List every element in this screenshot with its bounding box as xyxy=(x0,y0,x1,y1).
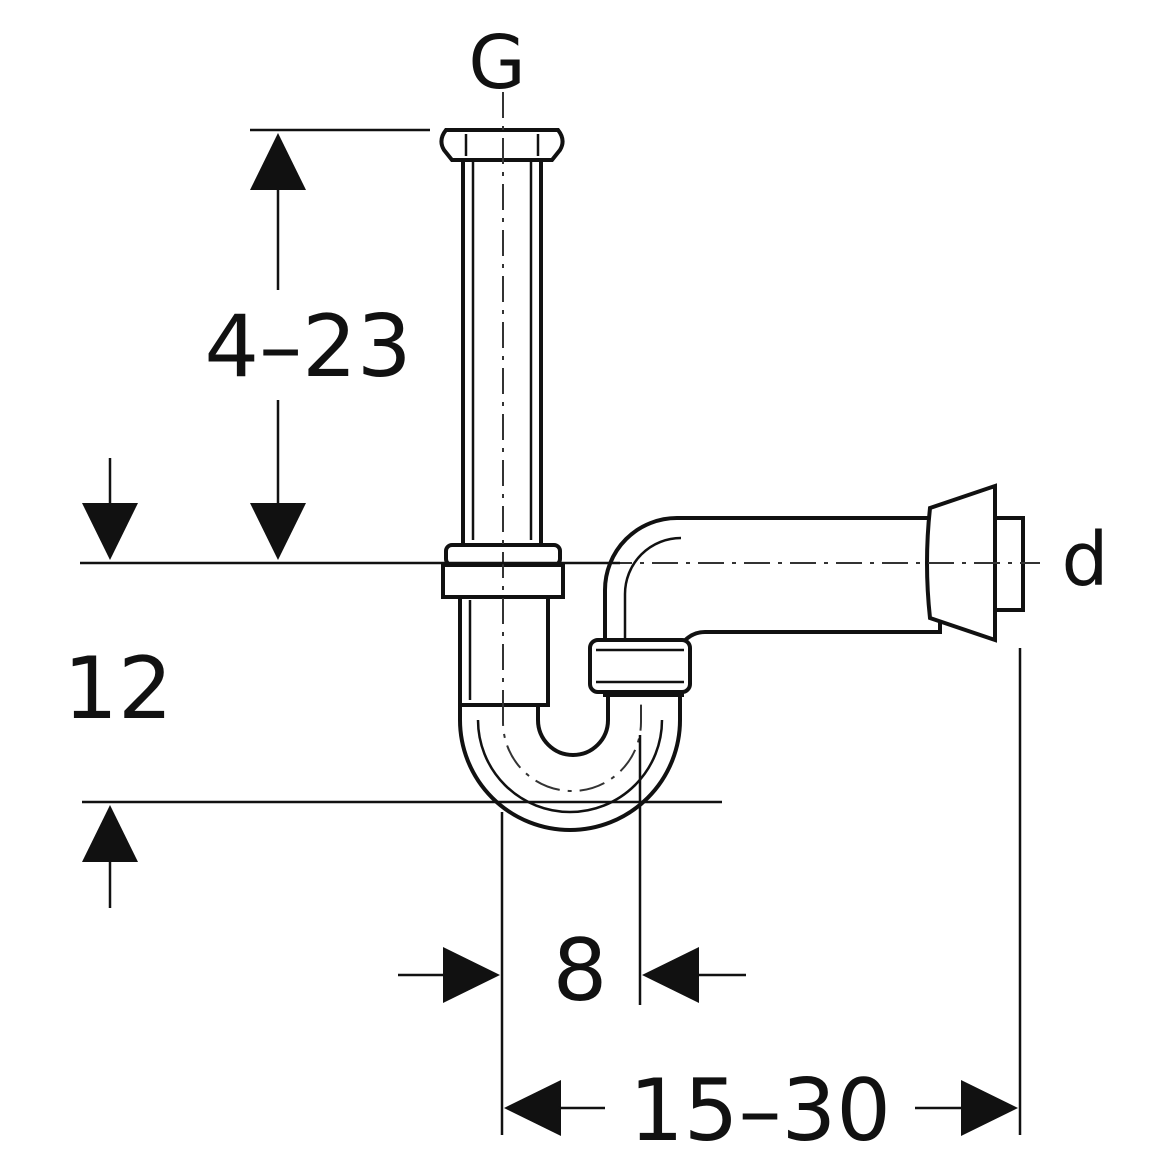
trap-u-bend xyxy=(458,688,682,832)
trap-depth-label: 12 xyxy=(63,639,172,739)
trap-width-dimension xyxy=(398,947,746,1003)
trap-depth-dimension xyxy=(82,458,138,908)
arrow-left-15-30 xyxy=(504,1080,561,1136)
riser-union-nut xyxy=(588,638,692,694)
outlet-label: d xyxy=(1062,517,1109,603)
tailpiece-height-dimension xyxy=(250,133,306,560)
trap-inner-line xyxy=(476,719,664,814)
arrow-down-left xyxy=(82,503,138,560)
trap-width-label: 8 xyxy=(553,921,608,1021)
trap-axis xyxy=(502,700,642,792)
arrow-up-left xyxy=(82,805,138,862)
arrow-left-8 xyxy=(642,947,699,1003)
arrow-down-middle xyxy=(250,503,306,560)
inlet-label: G xyxy=(468,20,525,106)
arrow-right-15-30 xyxy=(961,1080,1018,1136)
tailpiece-height-label: 4–23 xyxy=(204,297,411,397)
wall-distance-label: 15–30 xyxy=(629,1061,891,1161)
arrow-right-8 xyxy=(443,947,500,1003)
wall-distance-dimension xyxy=(504,1080,1018,1136)
outlet-inner-line xyxy=(623,536,682,640)
arrow-up-top xyxy=(250,133,306,190)
